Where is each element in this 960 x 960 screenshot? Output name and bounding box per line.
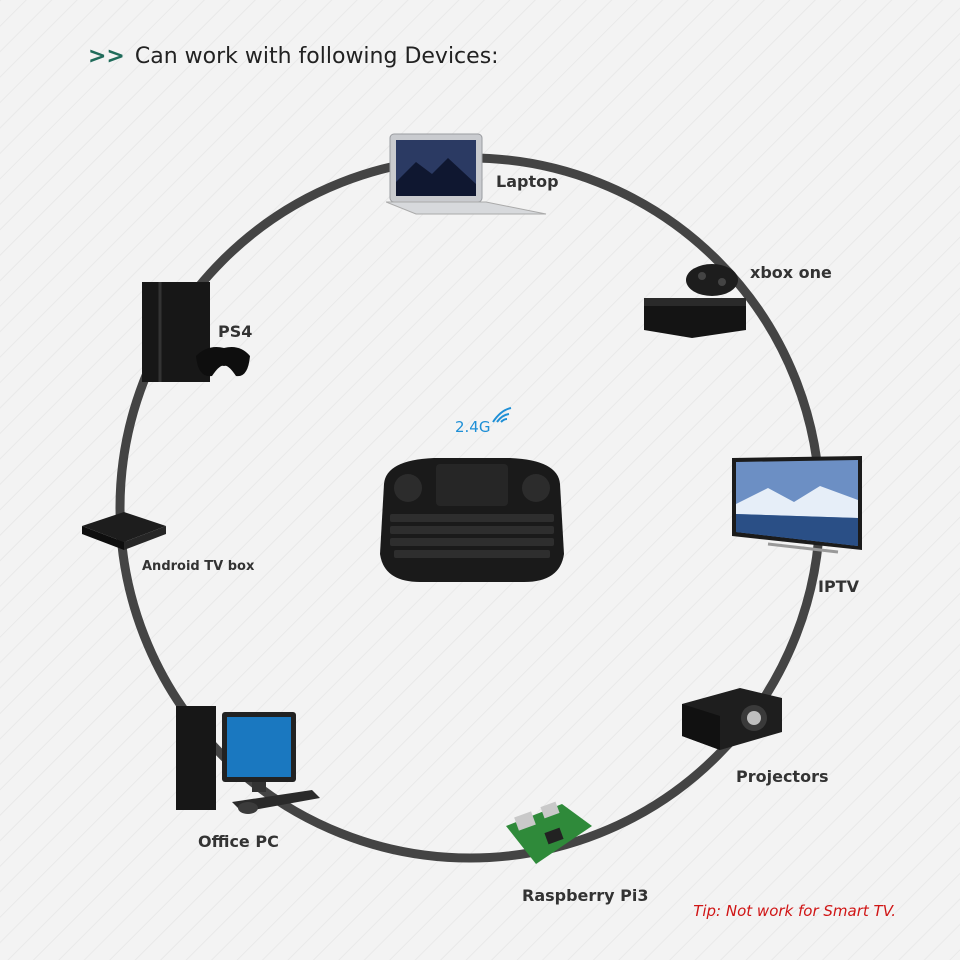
wireless-keyboard-icon — [380, 458, 564, 582]
wifi-icon — [492, 407, 512, 423]
raspberry-pi-icon — [506, 801, 592, 864]
laptop-label: Laptop — [496, 172, 559, 191]
page-heading: >> Can work with following Devices: — [88, 44, 499, 69]
laptop-icon — [386, 133, 547, 215]
wireless-badge: 2.4G — [455, 407, 512, 436]
heading-arrows: >> — [88, 44, 125, 69]
tv-icon — [732, 456, 862, 554]
office-pc-icon — [176, 706, 320, 814]
xbox-icon — [644, 264, 746, 338]
heading-text: Can work with following Devices: — [134, 44, 499, 69]
office-pc-label: Office PC — [198, 832, 279, 851]
projectors-label: Projectors — [736, 767, 829, 786]
tip-note: Tip: Not work for Smart TV. — [693, 902, 896, 920]
android-tv-box-icon — [82, 512, 166, 550]
projector-icon — [682, 688, 782, 750]
badge-label: 2.4G — [455, 418, 491, 436]
xbox-label: xbox one — [750, 263, 832, 282]
raspberry-pi-label: Raspberry Pi3 — [522, 886, 649, 905]
iptv-label: IPTV — [818, 577, 859, 596]
ps4-icon — [142, 282, 250, 382]
android-tv-box-label: Android TV box — [142, 559, 255, 574]
ps4-label: PS4 — [218, 322, 253, 341]
